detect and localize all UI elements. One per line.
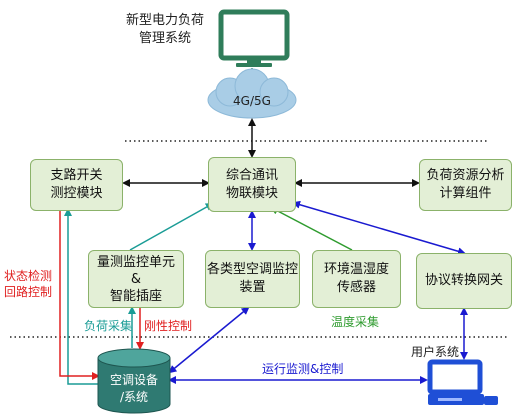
system-title: 新型电力负荷 管理系统: [125, 13, 204, 46]
temp-collect-label: 温度采集: [331, 315, 380, 329]
protocol-gateway-module: 协议转换网关: [416, 253, 512, 309]
ac-system-label: 空调设备 /系统: [109, 373, 158, 404]
env-sensor-module: 环境温湿度 传感器: [312, 250, 401, 308]
database-cylinder-icon: [97, 348, 171, 414]
state-detect-text: 状态检测: [4, 269, 53, 283]
cloud-icon: [207, 68, 297, 119]
desktop-computer-icon: [218, 9, 290, 67]
comm-hub-module: 综合通讯 物联模块: [208, 157, 296, 212]
run-monitor-label: 运行监测&控制: [262, 362, 344, 376]
network-label: 4G/5G: [233, 94, 271, 108]
branch-switch-module: 支路开关 测控模块: [30, 159, 123, 211]
user-system-label: 用户系统: [410, 345, 459, 359]
load-collect-label: 负荷采集: [84, 319, 133, 333]
rigid-control-label: 刚性控制: [144, 319, 193, 333]
metering-unit-module: 量测监控单元 & 智能插座: [88, 250, 184, 308]
state-detect-label: 状态检测: [4, 268, 52, 284]
user-pc-icon: [427, 359, 498, 405]
ac-monitor-module: 各类型空调监控 装置: [205, 250, 300, 308]
loop-control-label: 回路控制: [4, 285, 53, 299]
load-analysis-module: 负荷资源分析 计算组件: [419, 159, 512, 211]
